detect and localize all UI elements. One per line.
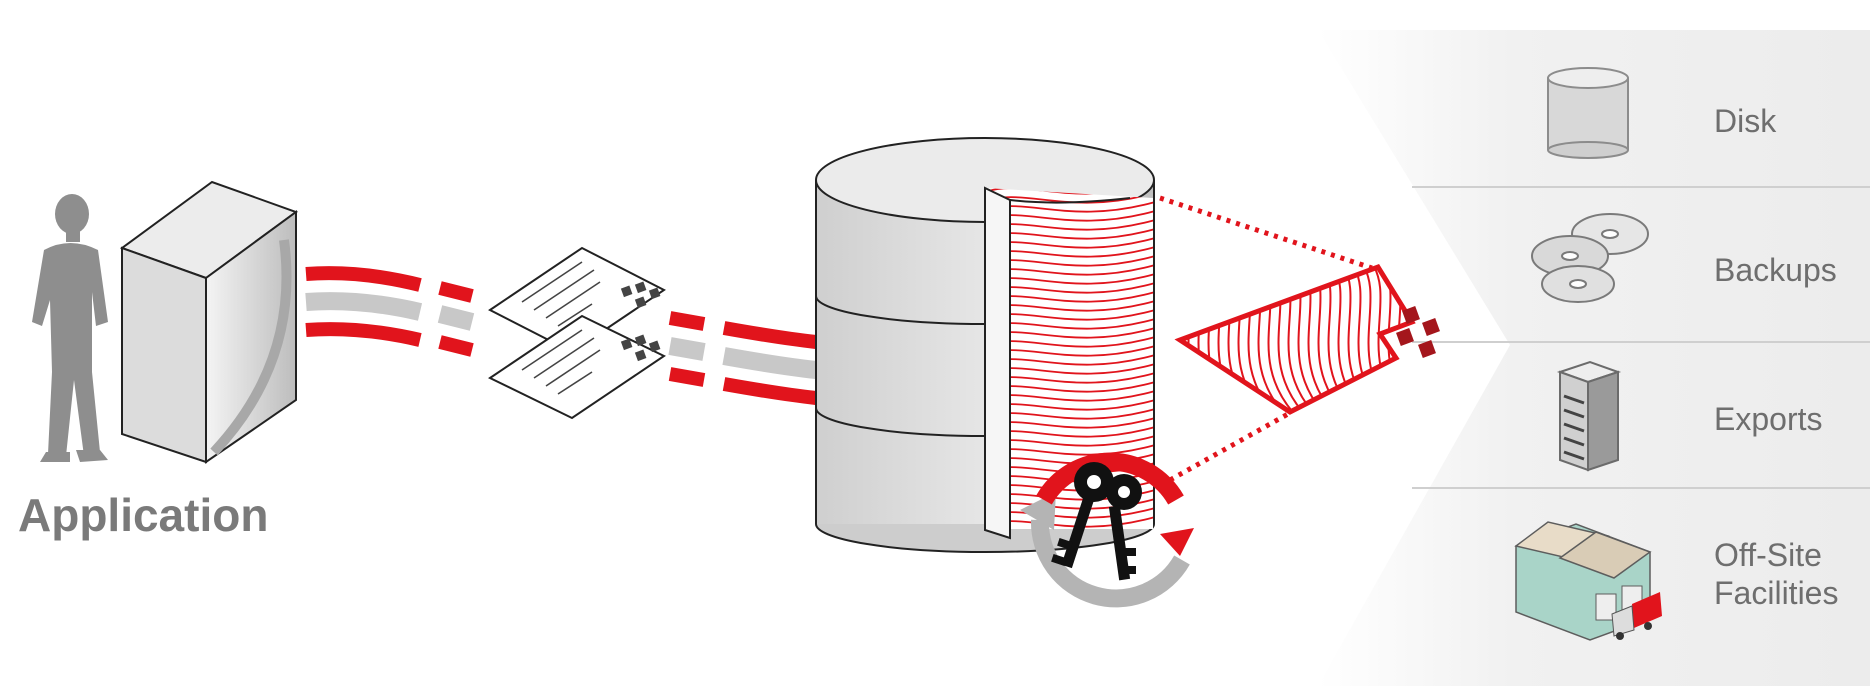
target-label-off-site-facilities: Off-Site Facilities [1714, 536, 1838, 612]
target-label-off-site-line1: Off-Site [1714, 537, 1822, 573]
disk-icon [1547, 67, 1629, 159]
application-server-icon [119, 180, 299, 464]
target-label-off-site-line2: Facilities [1714, 575, 1839, 611]
target-label-exports: Exports [1714, 401, 1823, 437]
application-label: Application [18, 489, 269, 541]
person-icon [32, 194, 108, 462]
projection-lines [1159, 195, 1373, 483]
documents-icon [488, 246, 666, 420]
data-stream-left [305, 266, 475, 357]
key-rotation-icon [1020, 452, 1194, 608]
target-label-disk: Disk [1714, 103, 1777, 139]
data-stream-right [668, 311, 817, 405]
server-icon [1556, 360, 1622, 472]
target-label-backups: Backups [1714, 252, 1837, 288]
warehouse-icon [1514, 521, 1662, 641]
backups-icon [1531, 213, 1649, 303]
storage-targets-panel [1318, 30, 1870, 686]
encrypted-data-sheet [1174, 263, 1440, 415]
